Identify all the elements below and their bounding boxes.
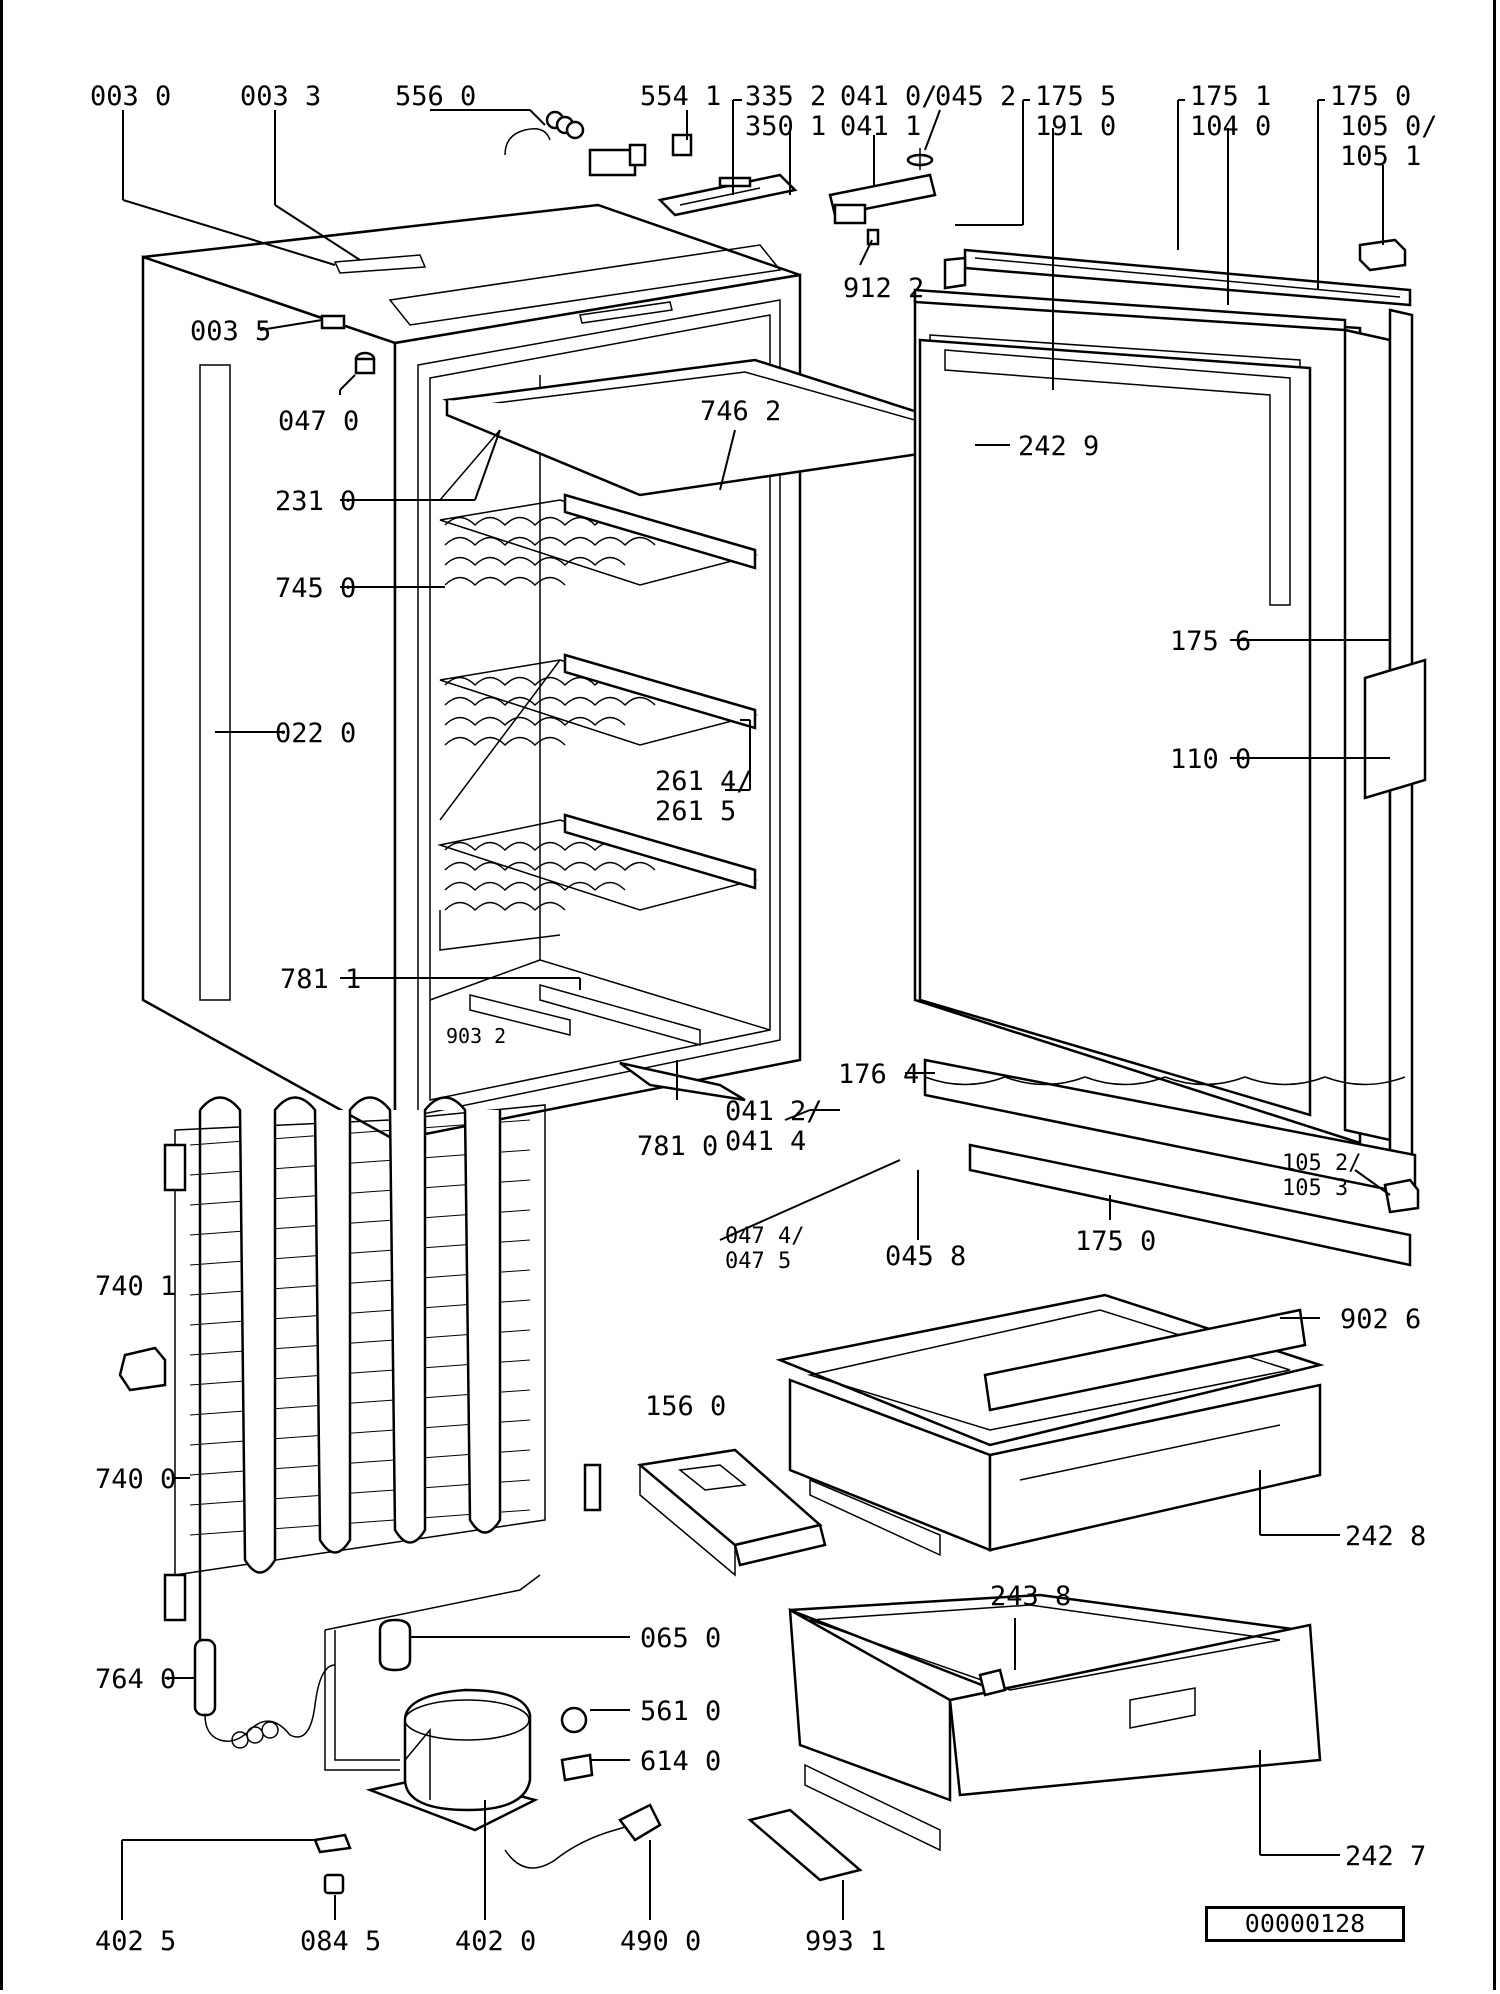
label-243-8: 243 8 bbox=[990, 1581, 1071, 1612]
label-041-0: 041 0/ bbox=[840, 81, 938, 112]
label-175-0-bottom: 175 0 bbox=[1075, 1226, 1156, 1257]
label-065-0: 065 0 bbox=[640, 1623, 721, 1654]
label-022-0: 022 0 bbox=[275, 718, 356, 749]
label-175-5: 175 5 bbox=[1035, 81, 1116, 112]
label-003-3: 003 3 bbox=[240, 81, 321, 112]
door-assembly bbox=[913, 238, 1427, 1267]
label-746-2: 746 2 bbox=[700, 396, 781, 427]
label-231-0: 231 0 bbox=[275, 486, 356, 517]
label-350-1: 350 1 bbox=[745, 111, 826, 142]
label-993-1: 993 1 bbox=[805, 1926, 886, 1957]
label-045-8: 045 8 bbox=[885, 1241, 966, 1272]
label-191-0: 191 0 bbox=[1035, 111, 1116, 142]
label-105-2: 105 2/ bbox=[1282, 1151, 1361, 1176]
label-242-8: 242 8 bbox=[1345, 1521, 1426, 1552]
label-781-1: 781 1 bbox=[280, 964, 361, 995]
document-number: 00000128 bbox=[1205, 1906, 1405, 1942]
label-047-0: 047 0 bbox=[278, 406, 359, 437]
label-105-1: 105 1 bbox=[1340, 141, 1421, 172]
label-902-6: 902 6 bbox=[1340, 1304, 1421, 1335]
part-labels: 003 0 003 3 556 0 554 1 335 2 350 1 041 … bbox=[90, 81, 1438, 1957]
label-242-7: 242 7 bbox=[1345, 1841, 1426, 1872]
label-764-0: 764 0 bbox=[95, 1664, 176, 1695]
label-041-1: 041 1 bbox=[840, 111, 921, 142]
label-402-0: 402 0 bbox=[455, 1926, 536, 1957]
label-554-1: 554 1 bbox=[640, 81, 721, 112]
label-175-0-top: 175 0 bbox=[1330, 81, 1411, 112]
label-740-0: 740 0 bbox=[95, 1464, 176, 1495]
label-047-4: 047 4/ bbox=[725, 1224, 804, 1249]
label-176-4: 176 4 bbox=[838, 1059, 919, 1090]
wire-racks bbox=[437, 429, 758, 951]
label-084-5: 084 5 bbox=[300, 1926, 381, 1957]
label-045-2: 045 2 bbox=[935, 81, 1016, 112]
label-003-0: 003 0 bbox=[90, 81, 171, 112]
label-556-0: 556 0 bbox=[395, 81, 476, 112]
label-740-1: 740 1 bbox=[95, 1271, 176, 1302]
label-175-6: 175 6 bbox=[1170, 626, 1251, 657]
label-110-0: 110 0 bbox=[1170, 744, 1251, 775]
label-105-0: 105 0/ bbox=[1340, 111, 1438, 142]
label-745-0: 745 0 bbox=[275, 573, 356, 604]
label-490-0: 490 0 bbox=[620, 1926, 701, 1957]
label-261-4: 261 4/ bbox=[655, 766, 753, 797]
leader-lines bbox=[121, 99, 1391, 1920]
label-614-0: 614 0 bbox=[640, 1746, 721, 1777]
label-175-1: 175 1 bbox=[1190, 81, 1271, 112]
label-156-0: 156 0 bbox=[645, 1391, 726, 1422]
label-261-5: 261 5 bbox=[655, 796, 736, 827]
label-105-3: 105 3 bbox=[1282, 1176, 1348, 1201]
label-104-0: 104 0 bbox=[1190, 111, 1271, 142]
label-003-5: 003 5 bbox=[190, 316, 271, 347]
label-402-5: 402 5 bbox=[95, 1926, 176, 1957]
label-242-9: 242 9 bbox=[1018, 431, 1099, 462]
label-041-2: 041 2/ bbox=[725, 1096, 823, 1127]
label-561-0: 561 0 bbox=[640, 1696, 721, 1727]
label-047-5: 047 5 bbox=[725, 1249, 791, 1274]
label-781-0: 781 0 bbox=[637, 1131, 718, 1162]
label-912-2: 912 2 bbox=[843, 273, 924, 304]
label-041-4: 041 4 bbox=[725, 1126, 806, 1157]
drawers bbox=[637, 1293, 1325, 1882]
condenser-and-compressor bbox=[118, 1096, 662, 1895]
top-mechanisms bbox=[504, 110, 937, 246]
label-335-2: 335 2 bbox=[745, 81, 826, 112]
label-903-2: 903 2 bbox=[446, 1024, 506, 1048]
